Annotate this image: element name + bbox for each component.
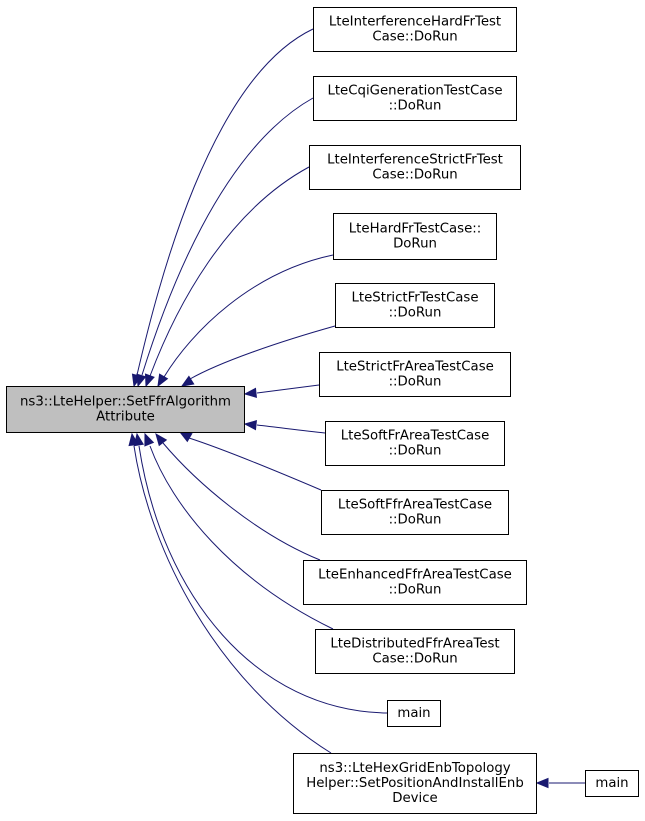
node-label-line: DoRun xyxy=(393,237,437,252)
arrow-head-icon xyxy=(535,777,549,789)
node-label-line: LteCqiGenerationTestCase xyxy=(327,84,502,99)
edge-line xyxy=(256,384,320,394)
caller-node-c9[interactable]: LteEnhancedFfrAreaTestCase::DoRun xyxy=(303,560,527,605)
node-label-line: ::DoRun xyxy=(389,375,442,390)
nodes-layer: ns3::LteHelper::SetFfrAlgorithmAttribute… xyxy=(6,7,639,814)
node-label-line: main xyxy=(595,776,628,791)
node-label-line: LteDistributedFfrAreaTest xyxy=(330,637,499,652)
edge-c6-to-focus xyxy=(243,384,320,398)
edge-c4-to-focus xyxy=(157,254,334,388)
caller-node-c6[interactable]: LteStrictFrAreaTestCase::DoRun xyxy=(319,352,511,397)
arrow-head-icon xyxy=(144,432,155,447)
edge-c7-to-focus xyxy=(243,420,326,434)
edge-line xyxy=(141,97,314,376)
caller-node-c2[interactable]: LteCqiGenerationTestCase::DoRun xyxy=(313,76,517,121)
caller-node-c7[interactable]: LteSoftFrAreaTestCase::DoRun xyxy=(325,421,505,466)
node-label-line: ::DoRun xyxy=(389,513,442,528)
node-label-line: LteEnhancedFfrAreaTestCase xyxy=(318,568,512,583)
edge-c2-to-focus xyxy=(136,97,314,388)
node-box xyxy=(585,770,639,797)
caller-node-c8[interactable]: LteSoftFfrAreaTestCase::DoRun xyxy=(321,490,509,535)
node-box xyxy=(325,421,505,466)
node-label-line: LteStrictFrAreaTestCase xyxy=(336,360,494,375)
node-label-line: ::DoRun xyxy=(389,306,442,321)
arrow-head-icon xyxy=(155,432,168,447)
edge-line xyxy=(138,445,388,714)
edge-line xyxy=(189,325,336,380)
edge-line xyxy=(256,424,326,434)
node-label-line: ns3::LteHexGridEnbTopology xyxy=(319,761,510,776)
edges-layer xyxy=(128,28,585,789)
node-label-line: LteHardFrTestCase:: xyxy=(349,222,481,237)
node-box xyxy=(293,753,537,814)
node-box xyxy=(303,560,527,605)
node-label-line: Helper::SetPositionAndInstallEnb xyxy=(306,776,524,791)
node-box xyxy=(387,700,441,727)
edge-line xyxy=(162,442,321,561)
node-box xyxy=(309,145,521,190)
arrow-head-icon xyxy=(178,431,193,443)
caller-node-c4[interactable]: LteHardFrTestCase::DoRun xyxy=(333,213,497,260)
node-label-line: ::DoRun xyxy=(389,583,442,598)
edge-c8-to-focus xyxy=(178,431,322,491)
node-box xyxy=(313,7,517,52)
edge-c13-to-c12 xyxy=(535,777,585,789)
edge-c10-to-focus xyxy=(144,432,334,630)
node-label-line: ns3::LteHelper::SetFfrAlgorithm xyxy=(20,395,231,410)
node-label-line: LteSoftFfrAreaTestCase xyxy=(338,498,492,513)
node-box xyxy=(321,490,509,535)
edge-line xyxy=(149,166,310,377)
edge-line xyxy=(149,445,334,630)
caller-node-c11[interactable]: main xyxy=(387,700,441,727)
node-box xyxy=(315,629,515,674)
node-label-line: Case::DoRun xyxy=(372,30,457,45)
node-label-line: LteStrictFrTestCase xyxy=(351,291,478,306)
node-label-line: Case::DoRun xyxy=(372,652,457,667)
edge-line xyxy=(188,437,322,491)
node-box xyxy=(6,386,245,433)
node-box xyxy=(319,352,511,397)
edge-c9-to-focus xyxy=(155,432,321,561)
arrow-head-icon xyxy=(243,420,257,431)
node-label-line: LteInterferenceHardFrTest xyxy=(329,15,501,30)
arrow-head-icon xyxy=(128,432,139,447)
arrow-head-icon xyxy=(180,375,195,387)
edge-line xyxy=(136,28,314,376)
caller-node-c13[interactable]: main xyxy=(585,770,639,797)
node-label-line: LteSoftFrAreaTestCase xyxy=(341,429,490,444)
node-label-line: Device xyxy=(392,791,437,806)
edge-c1-to-focus xyxy=(131,28,314,388)
node-label-line: ::DoRun xyxy=(389,99,442,114)
caller-node-c5[interactable]: LteStrictFrTestCase::DoRun xyxy=(335,283,495,328)
node-label-line: LteInterferenceStrictFrTest xyxy=(327,153,503,168)
node-label-line: Attribute xyxy=(96,410,155,425)
node-box xyxy=(313,76,517,121)
node-label-line: ::DoRun xyxy=(389,444,442,459)
arrow-head-icon xyxy=(157,373,169,388)
arrow-head-icon xyxy=(136,373,147,388)
node-label-line: Case::DoRun xyxy=(372,168,457,183)
edge-line xyxy=(163,254,334,378)
node-box xyxy=(335,283,495,328)
edge-c3-to-focus xyxy=(144,166,310,388)
edge-line xyxy=(133,445,332,754)
arrow-head-icon xyxy=(144,373,155,388)
node-label-line: main xyxy=(397,706,430,721)
edge-c12-to-focus xyxy=(128,432,332,754)
arrow-head-icon xyxy=(243,387,257,398)
edge-c5-to-focus xyxy=(180,325,336,387)
caller-node-c12[interactable]: ns3::LteHexGridEnbTopologyHelper::SetPos… xyxy=(293,753,537,814)
node-box xyxy=(333,213,497,260)
